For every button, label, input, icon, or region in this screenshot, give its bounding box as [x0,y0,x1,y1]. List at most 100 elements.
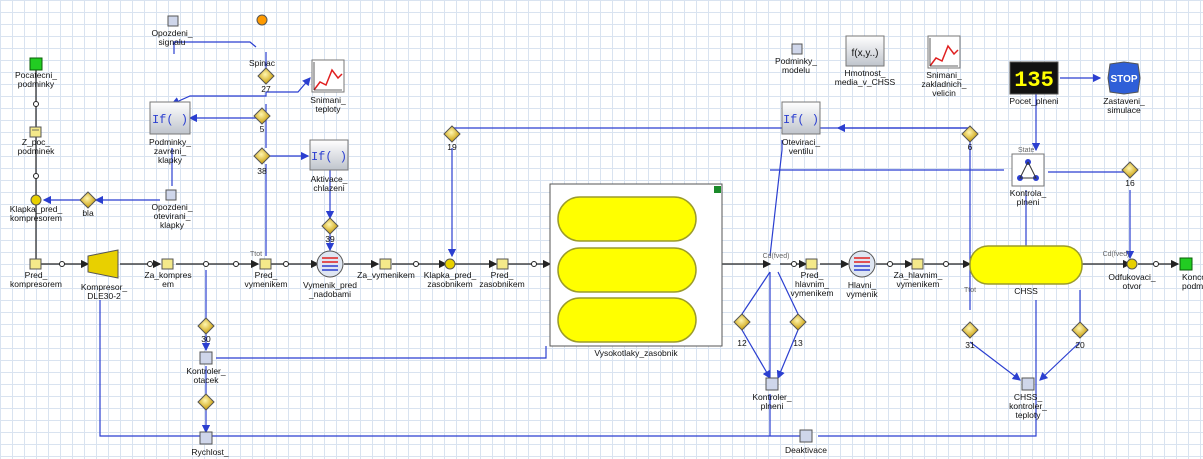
port-label: Ttot [964,287,976,294]
pocet-plneni-block[interactable]: 135 Pocet_plneni [1009,61,1059,106]
stop-glyph: STOP [1110,74,1137,85]
block-label: Snimani_teploty [310,95,346,114]
block-label: Koncove_podminky [1182,272,1203,291]
gain-19-block[interactable]: 19 [443,125,461,152]
if-glyph: If( ) [311,150,347,164]
block-label: Klapka_pred_kompresorem [10,204,63,223]
pred-zasobnikem-block[interactable]: Pred_zasobnikem [479,258,525,289]
gain-label: 12 [737,338,747,348]
gain-5-block[interactable]: 5 [253,107,271,134]
block-label: Pocet_plneni [1009,96,1058,106]
opozdeni-otevirani-klapky-block[interactable]: Opozdeni_otevirani_klapky [151,189,193,230]
vysokotlaky-zasobnik-block[interactable]: Vysokotlaky_zasobnik [549,183,723,358]
rychlost-block[interactable]: Rychlost_ [191,431,229,457]
gain-lower-left-block[interactable] [197,393,215,411]
hmotnost-media-block[interactable]: f(x,y..) Hmotnost_media_v_CHSS [835,35,896,87]
port-label: Cd(fved) [1103,251,1130,258]
z-poc-podminek-block[interactable]: Z_poc_podminek [18,126,56,156]
block-label: Podminky_modelu [775,56,817,75]
block-label: bla [82,208,94,218]
port-label: Cd(fved) [763,253,790,260]
block-label: Vymenik_pred_nadobami [303,280,357,299]
port-label: State [1018,147,1034,154]
zastaveni-simulace-block[interactable]: STOP Zastaveni_simulace [1103,61,1145,115]
gain-6-block[interactable]: 6 [961,125,979,152]
klapka-pred-kompresorem-block[interactable]: Klapka_pred_kompresorem [10,194,63,223]
pipe-network [33,70,1180,269]
opozdeni-signalu-block[interactable]: Opozdeni_signalu [151,15,193,47]
aktivace-chlazeni-block[interactable]: If( ) Aktivace_chlazeni [309,139,349,193]
kontroler-otacek-block[interactable]: Kontroler_otacek [186,351,226,385]
deaktivace-block[interactable]: Deaktivace [785,429,827,455]
if-glyph: If( ) [152,113,188,127]
block-label: Vysokotlaky_zasobnik [594,348,678,358]
fxy-glyph: f(x,y..) [851,48,878,59]
gain-31-block[interactable]: 31 [961,321,979,350]
block-label: Klapka_pred_zasobnikem [424,270,477,289]
podminky-modelu-block[interactable]: Podminky_modelu [775,43,817,75]
block-label: Za_hlavnim_vymenikem [894,270,943,289]
gain-label: 39 [325,234,335,244]
gain-label: 20 [1075,340,1085,350]
vymenik-pred-nadobami-block[interactable]: Vymenik_pred_nadobami [303,250,357,299]
gain-label: 6 [968,142,973,152]
gain-label: 27 [261,84,271,94]
block-label: Spinac [249,58,276,68]
gain-30-block[interactable]: 30 [197,317,215,344]
pred-hlavnim-vymenikem-block[interactable]: Cd(fved) Pred_hlavnim_vymenikem [763,253,834,298]
gain-label: 30 [201,334,211,344]
bla-gain-block[interactable]: bla [79,191,97,218]
block-label: Pocatecni_podminky [15,70,57,89]
gain-13-block[interactable]: 13 [789,313,807,348]
if-glyph: If( ) [783,113,819,127]
kontrola-plneni-block[interactable]: State Kontrola_plneni [1010,147,1047,207]
hlavni-vymenik-block[interactable]: Hlavni_vymenik [846,250,878,299]
block-label: Odfukovaci_otvor [1108,272,1156,291]
block-label: Pred_hlavnim_vymenikem [791,270,834,298]
klapka-pred-zasobnikem-block[interactable]: Klapka_pred_zasobnikem [424,258,477,289]
koncove-podminky-block[interactable]: Koncove_podminky [1179,257,1203,291]
gain-label: 31 [965,340,975,350]
block-label: Snimani_zakladnich_velicin [922,70,967,98]
spinac-block[interactable]: Spinac [249,14,276,68]
snimani-zakladnich-velicin-block[interactable]: Snimani_zakladnich_velicin [922,35,967,98]
gain-20-block[interactable]: 20 [1071,321,1089,350]
block-label: Za_vymenikem [357,270,415,280]
gain-27-block[interactable]: 27 [257,67,275,94]
podminky-zavreni-klapky-block[interactable]: If( ) Podminky_zavreni_klapky [149,101,191,165]
gain-39-block[interactable]: 39 [321,217,339,244]
oteviraci-ventilu-block[interactable]: If( ) Oteviraci_ventilu [781,101,821,156]
gain-38-block[interactable]: 38 [253,147,271,176]
block-label: Aktivace_chlazeni [311,174,348,193]
pocatecni-podminky-block[interactable]: Pocatecni_podminky [15,57,57,89]
snimani-teploty-block[interactable]: Snimani_teploty [310,59,346,114]
block-label: Kompresor_DLE30-2 [81,282,128,301]
block-label: Oteviraci_ventilu [782,137,821,156]
za-hlavnim-vymenikem-block[interactable]: Za_hlavnim_vymenikem [894,258,943,289]
odfukovaci-otvor-block[interactable]: Cd(fved) Odfukovaci_otvor [1103,251,1156,291]
gain-label: 5 [260,124,265,134]
pred-kompresorem-block[interactable]: Pred_kompresorem [10,258,62,289]
block-label: Podminky_zavreni_klapky [149,137,191,165]
gain-label: 16 [1125,178,1135,188]
block-label: Pred_kompresorem [10,270,62,289]
block-label: Kontroler_otacek [186,366,225,385]
za-vymenikem-block[interactable]: Za_vymenikem [357,258,415,280]
kontroler-plneni-block[interactable]: Kontroler_plneni [752,377,792,411]
block-label: Pred_vymenikem [245,270,288,289]
kompresor-block[interactable]: Kompresor_DLE30-2 [81,249,128,301]
block-label: CHSS_kontroler_teploty [1009,392,1047,420]
block-label: Kontrola_plneni [1010,188,1047,207]
port-label: Ttot [250,251,262,258]
gain-16-block[interactable]: 16 [1121,161,1139,188]
pred-vymenikem-block[interactable]: Ttot Pred_vymenikem [245,251,288,289]
gain-12-block[interactable]: 12 [733,313,751,348]
chss-kontroler-teploty-block[interactable]: CHSS_kontroler_teploty [1009,377,1047,420]
block-label: CHSS [1014,286,1038,296]
chss-block[interactable]: Ttot CHSS [964,245,1083,296]
block-label: Deaktivace [785,445,827,455]
block-label: Opozdeni_otevirani_klapky [151,202,192,230]
